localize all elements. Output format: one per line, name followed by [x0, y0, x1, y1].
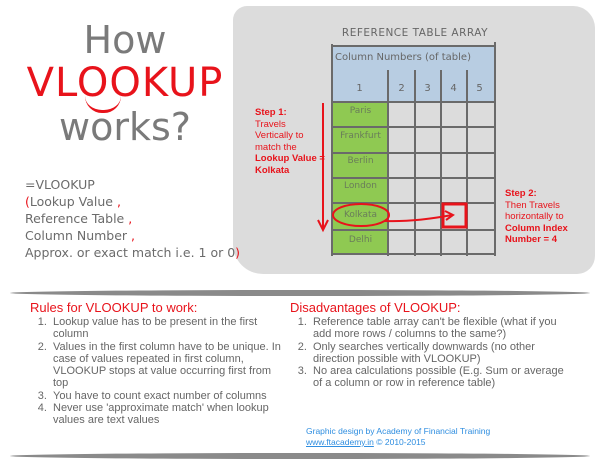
grid-line — [331, 101, 496, 103]
table-cell: Delhi — [348, 235, 373, 245]
grid-line — [331, 202, 496, 204]
result-cell-highlight — [441, 202, 468, 229]
grid-line — [331, 253, 496, 255]
column-number: 2 — [398, 83, 405, 94]
rules-section: Rules for VLOOKUP to work: Lookup value … — [30, 300, 282, 427]
grid-line — [331, 44, 333, 256]
credit-line: Graphic design by Academy of Financial T… — [306, 426, 491, 436]
grid-line — [440, 70, 442, 256]
grid-line — [331, 45, 496, 47]
title-how: How — [83, 18, 167, 62]
column-number: 4 — [450, 83, 457, 94]
disadvantage-item: Reference table array can't be flexible … — [310, 316, 565, 341]
grid-line — [331, 126, 496, 128]
step2-text: Then Travels horizontally to — [505, 199, 564, 223]
credit: Graphic design by Academy of Financial T… — [306, 426, 490, 448]
arg-match-type: Approx. or exact match i.e. 1 or 0 — [25, 245, 236, 260]
rule-item: You have to count exact number of column… — [50, 390, 282, 402]
table-cell: Paris — [349, 106, 372, 116]
table-title: REFERENCE TABLE ARRAY — [341, 27, 489, 39]
grid-line — [494, 42, 496, 256]
step2-label: Step 2: — [505, 188, 537, 199]
kolkata-circle — [332, 203, 390, 227]
annotation-arrows — [317, 103, 468, 233]
copyright: © 2010-2015 — [376, 437, 426, 447]
step1-text: Travels Vertically to match the — [255, 118, 304, 153]
formula-syntax: =VLOOKUP (Lookup Value , Reference Table… — [25, 176, 240, 261]
rule-item: Never use 'approximate match' when looku… — [50, 402, 282, 427]
disadvantages-heading: Disadvantages of VLOOKUP: — [290, 300, 461, 315]
formula-fn: =VLOOKUP — [25, 177, 95, 192]
step1-label: Step 1: — [255, 107, 287, 118]
arg-column-number: Column Number — [25, 228, 128, 243]
table-cell-kolkata: Kolkata — [343, 210, 378, 220]
table-cell: London — [344, 181, 377, 191]
table-cell: Frankfurt — [340, 131, 381, 141]
step2-bold: Column Index Number = 4 — [505, 222, 568, 246]
disadvantage-item: Only searches vertically downwards (no o… — [310, 341, 565, 366]
column-number: 1 — [356, 83, 363, 94]
website-link[interactable]: www.ftacademy.in — [306, 437, 374, 447]
grid-line — [387, 70, 389, 256]
smile-icon — [85, 96, 121, 113]
arg-reference-table: Reference Table — [25, 211, 125, 226]
rule-item: Lookup value has to be present in the fi… — [50, 316, 282, 341]
close-paren: ) — [235, 245, 241, 260]
step2-note: Step 2: Then Travels horizontally to Col… — [505, 188, 585, 246]
column-number: 3 — [424, 83, 431, 94]
grid-line — [331, 229, 496, 231]
column-number: 5 — [476, 83, 483, 94]
grid-line — [466, 70, 468, 256]
right-arrow-icon — [384, 210, 455, 223]
comma: , — [131, 228, 136, 243]
title-vlookup: VLOOKUP — [26, 60, 224, 106]
divider-bottom — [10, 453, 590, 459]
step1-note: Step 1: Travels Vertically to match the … — [255, 107, 325, 176]
divider-top — [10, 290, 590, 296]
table-header-label: Column Numbers (of table) — [335, 52, 471, 63]
grid-line — [414, 70, 416, 256]
comma: , — [128, 211, 133, 226]
table-cell: Berlin — [347, 156, 374, 166]
open-paren: ( — [25, 194, 30, 209]
title-works: works? — [59, 105, 191, 149]
rules-heading: Rules for VLOOKUP to work: — [30, 300, 198, 315]
disadvantage-item: No area calculations possible (E.g. Sum … — [310, 365, 565, 390]
down-arrow-icon — [317, 103, 329, 233]
grid-line — [331, 177, 496, 179]
disadvantages-section: Disadvantages of VLOOKUP: Reference tabl… — [290, 300, 565, 390]
arg-lookup-value: Lookup Value — [29, 194, 113, 209]
step1-bold: Lookup Value = Kolkata — [255, 153, 325, 176]
rule-item: Values in the first column have to be un… — [50, 341, 282, 390]
grid-line — [331, 152, 496, 154]
comma: , — [116, 194, 121, 209]
